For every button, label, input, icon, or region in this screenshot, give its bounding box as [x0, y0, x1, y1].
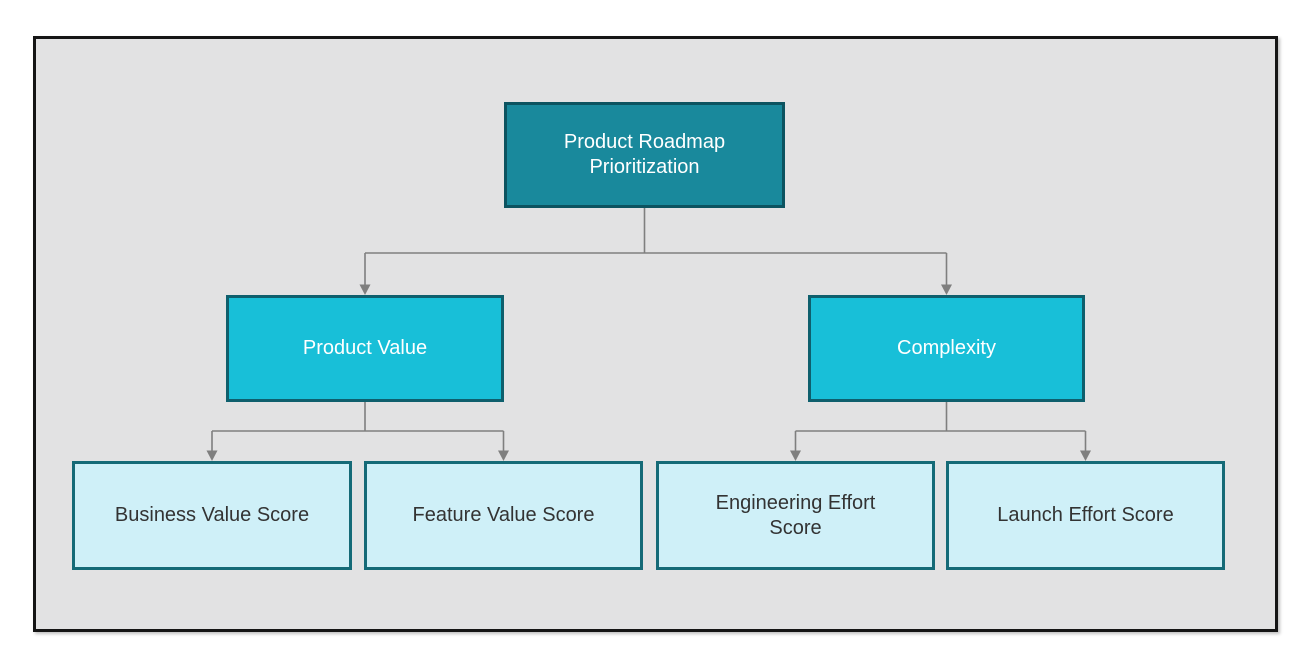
- connector-root-to-branches: [359, 208, 952, 295]
- node-label: Engineering Effort Score: [715, 491, 876, 539]
- node-product-roadmap-prioritization: Product Roadmap Prioritization: [504, 102, 785, 208]
- node-launch-effort-score: Launch Effort Score: [946, 461, 1225, 570]
- diagram-canvas: Product Roadmap Prioritization Product V…: [33, 36, 1278, 632]
- node-label: Complexity: [897, 337, 996, 359]
- arrowhead-icon: [1080, 450, 1091, 461]
- arrowhead-icon: [941, 284, 952, 295]
- arrowhead-icon: [498, 450, 509, 461]
- node-feature-value-score: Feature Value Score: [364, 461, 643, 570]
- node-label: Business Value Score: [114, 504, 310, 526]
- node-label: Product Value: [302, 337, 428, 359]
- arrowhead-icon: [359, 284, 371, 295]
- connector-product-value-to-leaves: [206, 402, 509, 461]
- arrowhead-icon: [790, 450, 801, 461]
- node-product-value: Product Value: [226, 295, 504, 402]
- connector-lines: [206, 208, 1091, 461]
- node-business-value-score: Business Value Score: [72, 461, 352, 570]
- node-engineering-effort-score: Engineering Effort Score: [656, 461, 935, 570]
- arrowhead-icon: [206, 450, 218, 461]
- connector-complexity-to-leaves: [790, 402, 1091, 461]
- node-label: Feature Value Score: [412, 504, 595, 526]
- node-label: Product Roadmap Prioritization: [563, 131, 726, 178]
- node-label: Launch Effort Score: [997, 504, 1174, 526]
- node-complexity: Complexity: [808, 295, 1085, 402]
